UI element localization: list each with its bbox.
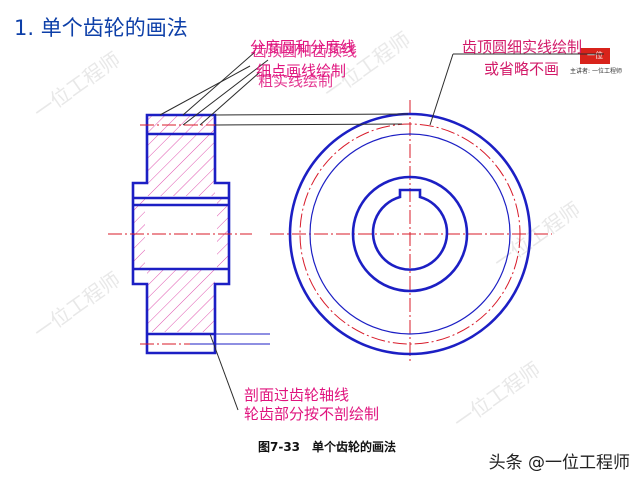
watermark-text: 一位工程师 xyxy=(449,357,545,434)
tip-circle-note: 或省略不画 xyxy=(484,60,560,78)
section-note: 轮齿部分按不剖绘制 xyxy=(244,405,380,423)
watermark-text: 一位工程师 xyxy=(29,47,125,124)
figure-caption: 图7-33 单个齿轮的画法 xyxy=(258,440,397,454)
addendum-circle-label: 齿顶圆和齿顶线 xyxy=(252,42,358,60)
footer-credit: 头条 @一位工程师 xyxy=(489,448,630,473)
hatch-area-bottom xyxy=(147,270,215,332)
logo-mark: 一位 xyxy=(580,48,610,64)
logo-text: 主讲者: 一位工程师 xyxy=(570,68,622,75)
pitch-circle-label: 分度圆和分度线 xyxy=(250,38,356,56)
front-view xyxy=(270,100,552,362)
tip-circle-label: 齿顶圆细实线绘制 xyxy=(462,38,583,56)
footer-prefix: 头条 xyxy=(488,453,523,473)
front-outline xyxy=(288,112,532,356)
hatch-area-top xyxy=(147,116,215,196)
addendum-circle-note: 粗实线绘制 xyxy=(258,72,334,90)
watermark-text: 一位工程师 xyxy=(489,197,585,274)
section-view xyxy=(108,113,252,355)
cut-plane-markers xyxy=(190,333,270,345)
leader-lines xyxy=(159,51,604,411)
brand-logo: 一位 主讲者: 一位工程师 xyxy=(570,48,622,84)
page-title: 1. 单个齿轮的画法 xyxy=(14,16,188,40)
pitch-circle-note: 细点画线绘制 xyxy=(256,62,347,80)
footer-handle[interactable]: @一位工程师 xyxy=(528,453,630,473)
watermark-text: 一位工程师 xyxy=(29,267,125,344)
section-label: 剖面过齿轮轴线 xyxy=(244,386,350,404)
front-centerlines xyxy=(270,100,552,362)
